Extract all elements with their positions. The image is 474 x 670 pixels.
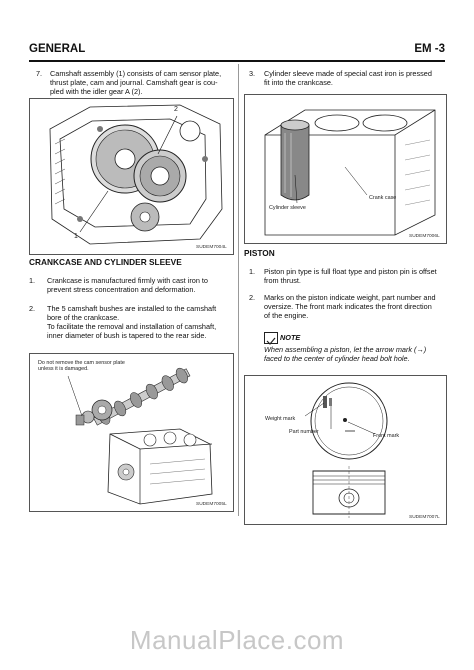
- label-weight-mark: Weight mark: [265, 416, 296, 422]
- section-title: GENERAL: [29, 43, 86, 55]
- figure-code: SUDEM7006L: [409, 234, 440, 239]
- item-3-number: 3.: [249, 69, 256, 78]
- figure-camshaft-engine: 2 1 SUDEM7004L: [29, 98, 234, 255]
- note-title: NOTE: [280, 333, 301, 342]
- figure-camshaft-crankcase: Do not remove the cam sensor plate unles…: [29, 353, 234, 512]
- piston-item-1-text: Piston pin type is full float type and p…: [264, 267, 437, 285]
- label-part-number: Part number: [289, 429, 319, 435]
- label-front-mark: Front mark: [373, 433, 400, 439]
- figure-cylinder-sleeve: Crank case Cylinder sleeve SUDEM7006L: [244, 94, 447, 244]
- piston-illustration: [304, 382, 388, 518]
- callout-2: 2: [174, 106, 178, 113]
- watermark-brand: ManualPlace.com: [129, 625, 345, 655]
- item-7-number: 7.: [36, 69, 43, 78]
- camshaft-crankcase-illustration: [67, 367, 213, 505]
- section-heading-crankcase: CRANKCASE AND CYLINDER SLEEVE: [29, 257, 182, 267]
- figure-code: SUDEM7005L: [196, 502, 227, 507]
- note-text: When assembling a piston, let the arrow …: [264, 345, 427, 363]
- section-heading-piston: PISTON: [244, 248, 275, 258]
- piston-item-2-number: 2.: [249, 293, 256, 302]
- item-3-text: Cylinder sleeve made of special cast iro…: [264, 69, 432, 87]
- figure-code: SUDEM7007L: [409, 515, 440, 520]
- crankcase-item-2-number: 2.: [29, 304, 36, 313]
- footer: [0, 604, 474, 670]
- cylinder-sleeve-illustration: [264, 109, 436, 236]
- figure-note: Do not remove the cam sensor plate unles…: [38, 360, 125, 372]
- crankcase-item-2-text: The 5 camshaft bushes are installed to t…: [47, 304, 217, 340]
- callout-1: 1: [74, 233, 78, 240]
- figure-piston-marks: Weight mark Part number Front mark SUDEM…: [244, 375, 447, 525]
- page-header: GENERAL EM -3: [29, 43, 445, 61]
- column-divider: [238, 64, 239, 516]
- header-rule: [29, 60, 445, 62]
- note-icon: [264, 332, 278, 345]
- page-number: EM -3: [414, 43, 445, 55]
- item-7-text: Camshaft assembly (1) consists of cam se…: [50, 69, 222, 96]
- camshaft-engine-illustration: [49, 104, 223, 245]
- label-cylinder-sleeve: Cylinder sleeve: [269, 205, 306, 211]
- crankcase-item-1-number: 1.: [29, 276, 36, 285]
- crankcase-item-1-text: Crankcase is manufactured firmly with ca…: [47, 276, 208, 294]
- piston-item-2-text: Marks on the piston indicate weight, par…: [264, 293, 436, 320]
- label-crank-case: Crank case: [369, 195, 397, 201]
- figure-code: SUDEM7004L: [196, 245, 227, 250]
- piston-item-1-number: 1.: [249, 267, 256, 276]
